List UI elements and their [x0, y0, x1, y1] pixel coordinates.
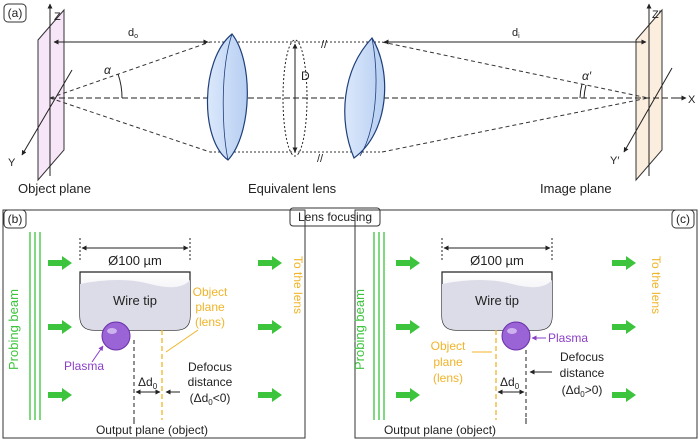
panel-b-tag-box	[3, 209, 27, 229]
to-the-lens-label: To the lens	[291, 256, 305, 314]
alpha-prime-arc	[583, 84, 587, 99]
beam-arrow-left-2	[48, 320, 72, 334]
panel-c-tag: (c)	[676, 212, 690, 226]
beam-arrow-right-2	[612, 320, 636, 334]
object-plane-label-1: Object	[193, 285, 228, 299]
distance-di-label: di	[512, 27, 520, 40]
panel-a-tag-box	[3, 3, 27, 23]
axis-x-label: X	[688, 94, 696, 106]
distance-do-label: do	[128, 27, 138, 40]
break-mark-bottom: //	[317, 153, 324, 165]
beam-arrow-right-2	[258, 320, 282, 334]
beam-arrow-left-2	[396, 320, 420, 334]
panel-b-tag: (b)	[8, 212, 23, 226]
delta-d-label: Δd0	[500, 375, 520, 391]
wire-tip-label: Wire tip	[113, 293, 157, 308]
object-y-axis	[21, 69, 73, 156]
image-plane-label: Image plane	[540, 181, 612, 196]
beam-arrow-left-3	[396, 388, 420, 402]
object-plane-label: Object plane	[18, 181, 91, 196]
panel-b: (b) Probing beam Ø100 µm Wire tip Plasma…	[2, 209, 306, 439]
object-plane-label-3: (lens)	[195, 315, 225, 329]
ray-upper-object	[49, 41, 211, 99]
panel-a: (a) Z Y Z′ Y′ X α α′ do	[3, 3, 696, 196]
plasma-label: Plasma	[64, 359, 104, 373]
plasma	[101, 321, 131, 351]
probing-beam-label: Probing beam	[352, 289, 367, 370]
beam-arrow-right-3	[612, 388, 636, 402]
delta-d-label: Δd0	[138, 375, 158, 391]
diameter-label: Ø100 µm	[470, 253, 524, 268]
alpha-label: α	[104, 63, 112, 77]
beam-arrow-left-3	[48, 388, 72, 402]
image-y-axis	[623, 67, 673, 153]
panel-c: (c) Probing beam Ø100 µm Wire tip Plasma…	[352, 209, 698, 439]
alpha-prime-label: α′	[582, 69, 592, 83]
beam-arrow-left-1	[396, 256, 420, 270]
beam-arrow-right-1	[612, 256, 636, 270]
object-plane-label-2: plane	[195, 300, 225, 314]
object-plane-label-3: (lens)	[433, 371, 463, 385]
output-plane-label: Output plane (object)	[96, 423, 208, 437]
object-plane	[37, 8, 65, 182]
alpha-arc	[117, 73, 123, 99]
axis-y-prime-label: Y′	[610, 155, 619, 167]
defocus-label-2: distance	[560, 366, 605, 380]
axis-z-label: Z	[54, 11, 61, 23]
plasma	[501, 321, 531, 351]
panel-c-tag-box	[671, 209, 695, 229]
beam-arrow-left-1	[48, 256, 72, 270]
axis-z-prime-label: Z′	[652, 9, 661, 21]
output-plane-label: Output plane (object)	[384, 423, 496, 437]
panel-c-frame	[354, 209, 698, 439]
plasma-label: Plasma	[548, 331, 588, 345]
break-mark-top: //	[321, 39, 328, 51]
ray-lower-object	[49, 97, 211, 153]
diameter-label: Ø100 µm	[108, 253, 162, 268]
to-the-lens-label: To the lens	[649, 256, 663, 314]
beam-arrow-right-3	[258, 388, 282, 402]
equivalent-lens-label: Equivalent lens	[248, 181, 337, 196]
ray-lower-image	[381, 97, 649, 153]
object-plane-label-2: plane	[433, 355, 463, 369]
diameter-D-label: D	[301, 69, 310, 83]
lens-focusing-box	[289, 207, 381, 227]
panel-b-frame	[2, 209, 306, 439]
defocus-condition: (Δd0>0)	[562, 383, 603, 399]
panel-a-tag: (a)	[8, 6, 23, 20]
defocus-label-2: distance	[188, 375, 233, 389]
object-plane-label-1: Object	[431, 339, 466, 353]
defocus-label-1: Defocus	[560, 350, 604, 364]
lens-aperture	[282, 39, 308, 157]
probing-beam-label: Probing beam	[6, 289, 21, 370]
lens-right	[344, 37, 386, 159]
beam-arrow-right-1	[258, 256, 282, 270]
ray-upper-image	[381, 41, 649, 99]
lens-focusing-label: Lens focusing	[298, 210, 372, 224]
wire-tip-label: Wire tip	[475, 293, 519, 308]
defocus-condition: (Δd0<0)	[190, 391, 231, 407]
defocus-label-1: Defocus	[188, 360, 232, 374]
axis-y-label: Y	[8, 157, 16, 169]
